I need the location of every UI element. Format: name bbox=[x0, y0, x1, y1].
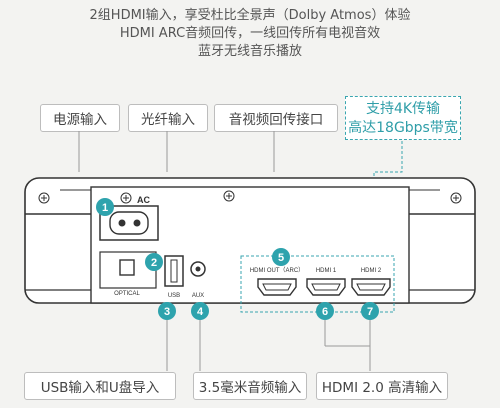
marker-6: 6 bbox=[322, 306, 328, 318]
label-aux-input: 3.5毫米音频输入 bbox=[193, 372, 307, 400]
hdmi1-port bbox=[306, 278, 346, 296]
marker-7: 7 bbox=[367, 306, 373, 318]
hdmi-out-port bbox=[257, 278, 297, 296]
connector-lines bbox=[78, 131, 371, 371]
hdmi1-label: HDMI 1 bbox=[316, 268, 337, 274]
marker-3: 3 bbox=[164, 306, 170, 318]
label-hdmi-input: HDMI 2.0 高清输入 bbox=[316, 372, 448, 400]
highlight-line-2: 高达18Gbps带宽 bbox=[348, 120, 458, 136]
optical-label: OPTICAL bbox=[114, 291, 140, 297]
usb-port: USB bbox=[164, 255, 184, 299]
numbered-markers: 1 2 3 4 5 6 7 bbox=[96, 198, 379, 320]
screw-icon bbox=[38, 190, 462, 204]
usb-label: USB bbox=[168, 293, 180, 299]
intro-line-3: 蓝牙无线音乐播放 bbox=[197, 44, 302, 59]
label-power-input: 电源输入 bbox=[40, 104, 120, 132]
label-4k-bandwidth: 支持4K传输 高达18Gbps带宽 bbox=[345, 96, 461, 140]
aux-label: AUX bbox=[192, 293, 204, 299]
hdmi2-port bbox=[351, 278, 391, 296]
label-usb-input: USB输入和U盘导入 bbox=[24, 372, 176, 400]
label-optical-input: 光纤输入 bbox=[128, 104, 208, 132]
hdmi2-label: HDMI 2 bbox=[361, 268, 382, 274]
ac-label: AC bbox=[137, 195, 150, 205]
label-av-return: 音视频回传接口 bbox=[214, 104, 338, 132]
hdmi-group: HDMI OUT（ARC） HDMI 1 HDMI 2 bbox=[240, 255, 395, 313]
intro-line-2: HDMI ARC音频回传，一线回传所有电视音效 bbox=[119, 26, 381, 41]
marker-4: 4 bbox=[197, 306, 204, 318]
highlight-line-1: 支持4K传输 bbox=[365, 101, 441, 117]
intro-line-1: 2组HDMI输入，享受杜比全景声（Dolby Atmos）体验 bbox=[89, 8, 411, 23]
marker-2: 2 bbox=[151, 257, 157, 269]
aux-port: AUX bbox=[190, 261, 206, 299]
hdmi-out-label: HDMI OUT（ARC） bbox=[250, 267, 304, 274]
device-body bbox=[24, 177, 476, 304]
marker-1: 1 bbox=[102, 202, 108, 214]
marker-5: 5 bbox=[278, 252, 284, 264]
